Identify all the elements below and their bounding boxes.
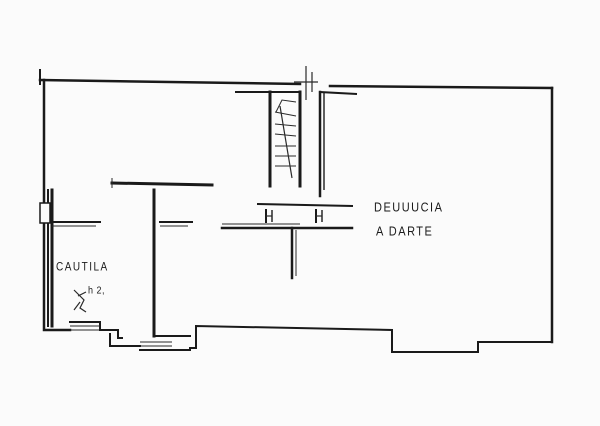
room-label-left: CAUTILA [56,261,109,274]
staircase [220,66,358,280]
room-label-main-line2: A DARTE [376,225,434,239]
sketch-mark [73,289,87,313]
outer-walls [38,69,554,353]
bottom-left-windows [69,321,191,351]
room-label-main-line1: DEUUUCIA [374,201,444,215]
left-room-walls [39,178,214,338]
height-annotation: h 2, [88,284,106,296]
